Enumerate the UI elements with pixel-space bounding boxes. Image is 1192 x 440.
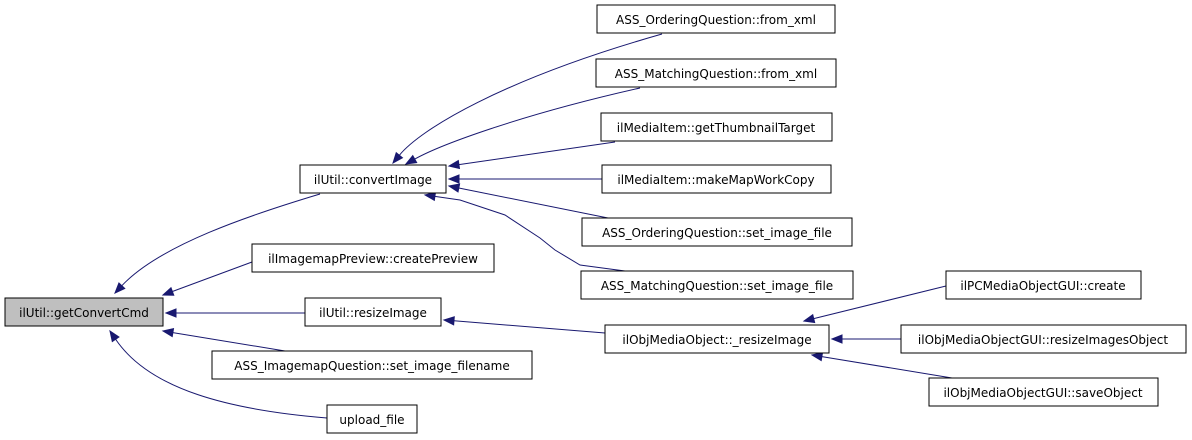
arrowhead-icon	[447, 183, 461, 193]
node-matching_set_image_file[interactable]: ASS_MatchingQuestion::set_image_file	[580, 270, 854, 300]
edge-line	[398, 33, 663, 156]
arrowhead-icon	[447, 174, 460, 184]
node-createPreview[interactable]: ilImagemapPreview::createPreview	[251, 243, 495, 273]
node-label-_resizeImage: ilObjMediaObject::_resizeImage	[622, 333, 811, 347]
edge-line	[453, 320, 606, 334]
edge-line	[813, 285, 947, 320]
node-label-convertImage: ilUtil::convertImage	[314, 173, 432, 187]
arrowhead-icon	[447, 159, 461, 170]
node-upload_file[interactable]: upload_file	[326, 404, 418, 434]
node-_resizeImage[interactable]: ilObjMediaObject::_resizeImage	[604, 324, 830, 354]
edge-line	[458, 141, 616, 166]
edge-set_image_filename-to-getConvertCmd	[161, 328, 286, 352]
node-label-makeMapWorkCopy: ilMediaItem::makeMapWorkCopy	[617, 173, 814, 187]
call-nodes: ilUtil::getConvertCmd ilUtil::convertIma…	[4, 4, 1187, 434]
edge-saveObject-to-_resizeImage	[810, 352, 953, 379]
node-label-getThumbnailTarget: ilMediaItem::getThumbnailTarget	[617, 121, 816, 135]
edge-resizeImage-to-getConvertCmd	[164, 308, 305, 318]
node-label-set_image_filename: ASS_ImagemapQuestion::set_image_filename	[234, 359, 509, 373]
arrowhead-icon	[404, 154, 418, 165]
node-getConvertCmd[interactable]: ilUtil::getConvertCmd	[4, 297, 164, 327]
call-edges	[109, 33, 953, 419]
node-label-pc_create: ilPCMediaObjectGUI::create	[960, 279, 1125, 293]
arrowhead-icon	[423, 191, 437, 202]
edge-line	[434, 195, 626, 272]
edge-upload_file-to-getConvertCmd	[109, 329, 328, 419]
edge-line	[821, 356, 953, 379]
edge-resizeImagesObject-to-_resizeImage	[830, 334, 901, 344]
edge-matching_set_image_file-to-convertImage	[423, 191, 626, 272]
arrowhead-icon	[392, 151, 404, 165]
node-label-saveObject: ilObjMediaObjectGUI::saveObject	[943, 386, 1142, 400]
node-getThumbnailTarget[interactable]: ilMediaItem::getThumbnailTarget	[600, 112, 833, 142]
node-label-matching_from_xml: ASS_MatchingQuestion::from_xml	[615, 67, 817, 81]
node-label-upload_file: upload_file	[339, 413, 404, 427]
edge-line	[121, 193, 321, 287]
node-pc_create[interactable]: ilPCMediaObjectGUI::create	[945, 270, 1142, 300]
edge-line	[172, 261, 253, 292]
node-ordering_from_xml[interactable]: ASS_OrderingQuestion::from_xml	[596, 4, 836, 34]
node-matching_from_xml[interactable]: ASS_MatchingQuestion::from_xml	[595, 58, 837, 88]
node-label-ordering_set_image_file: ASS_OrderingQuestion::set_image_file	[602, 226, 832, 240]
node-label-ordering_from_xml: ASS_OrderingQuestion::from_xml	[616, 13, 816, 27]
arrowhead-icon	[114, 282, 126, 294]
node-label-resizeImage: ilUtil::resizeImage	[319, 306, 427, 320]
arrowhead-icon	[164, 308, 177, 318]
node-label-getConvertCmd: ilUtil::getConvertCmd	[19, 306, 149, 320]
arrowhead-icon	[161, 328, 175, 338]
arrowhead-icon	[830, 334, 843, 344]
node-resizeImagesObject[interactable]: ilObjMediaObjectGUI::resizeImagesObject	[900, 324, 1187, 354]
node-set_image_filename[interactable]: ASS_ImagemapQuestion::set_image_filename	[211, 350, 533, 380]
arrowhead-icon	[810, 352, 824, 362]
edge-createPreview-to-getConvertCmd	[161, 261, 253, 296]
arrowhead-icon	[802, 313, 816, 324]
node-ordering_set_image_file[interactable]: ASS_OrderingQuestion::set_image_file	[581, 217, 853, 247]
edge-line	[172, 332, 286, 352]
node-convertImage[interactable]: ilUtil::convertImage	[299, 164, 447, 194]
edge-line	[115, 338, 328, 419]
node-resizeImage[interactable]: ilUtil::resizeImage	[304, 297, 442, 327]
edge-getThumbnailTarget-to-convertImage	[447, 141, 616, 170]
arrowhead-icon	[161, 286, 175, 296]
edge-ordering_from_xml-to-convertImage	[392, 33, 663, 165]
edge-convertImage-to-getConvertCmd	[114, 193, 321, 294]
edge-line	[414, 87, 641, 160]
edge-matching_from_xml-to-convertImage	[404, 87, 641, 165]
edge-ordering_set_image_file-to-convertImage	[447, 183, 609, 219]
arrowhead-icon	[109, 329, 120, 343]
node-makeMapWorkCopy[interactable]: ilMediaItem::makeMapWorkCopy	[601, 164, 832, 194]
edge-makeMapWorkCopy-to-convertImage	[447, 174, 602, 184]
node-saveObject[interactable]: ilObjMediaObjectGUI::saveObject	[928, 377, 1159, 407]
node-label-resizeImagesObject: ilObjMediaObjectGUI::resizeImagesObject	[918, 333, 1168, 347]
node-label-createPreview: ilImagemapPreview::createPreview	[268, 252, 478, 266]
edge-line	[458, 187, 609, 219]
edge-pc_create-to-_resizeImage	[802, 285, 947, 324]
node-label-matching_set_image_file: ASS_MatchingQuestion::set_image_file	[601, 279, 833, 293]
arrowhead-icon	[442, 316, 455, 326]
edge-_resizeImage-to-resizeImage	[442, 316, 606, 334]
